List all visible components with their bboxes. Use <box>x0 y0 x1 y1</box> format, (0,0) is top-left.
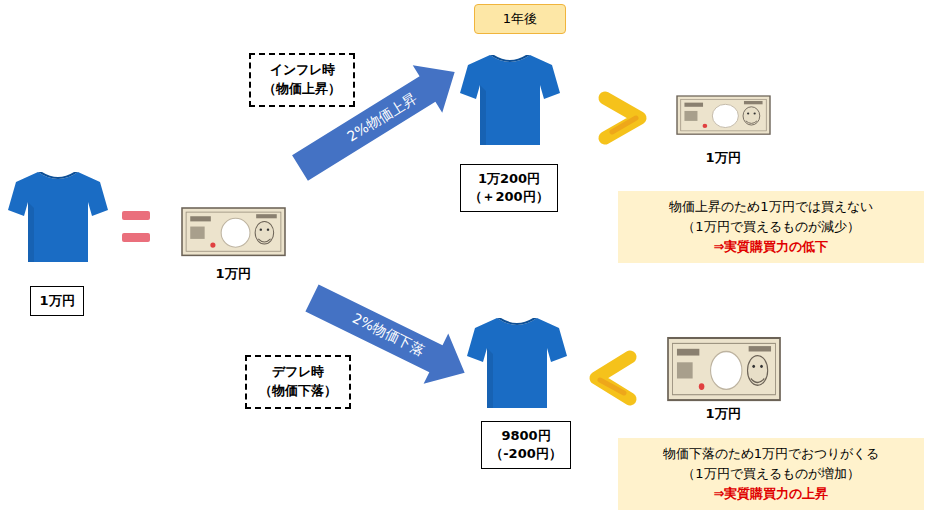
amount-label: 1万円 <box>705 405 740 423</box>
box-text: （物価上昇） <box>263 80 341 99</box>
scenario-box: デフレ時（物価下落） <box>245 355 351 409</box>
explanation-note: 物価上昇のため1万円では買えない（1万円で買えるものが減少）⇒実質購買力の低下 <box>618 191 924 263</box>
banknote-icon <box>182 208 285 255</box>
conclusion-text: ⇒実質購買力の低下 <box>632 237 910 257</box>
box-text: デフレ時 <box>259 363 337 382</box>
box-text: 1万200円 <box>469 170 548 188</box>
scenario-box: インフレ時（物価上昇） <box>249 53 355 107</box>
price-box: 9800円（-200円） <box>481 421 571 468</box>
equals-sign <box>122 211 150 242</box>
price-box: 1万円 <box>30 286 83 316</box>
box-text: 物価上昇のため1万円では買えない <box>632 197 910 217</box>
banknote-icon <box>677 96 770 134</box>
box-text: インフレ時 <box>263 61 341 80</box>
amount-label: 1万円 <box>215 265 250 283</box>
box-text: 物価下落のため1万円でおつりがくる <box>632 444 910 464</box>
box-text: （-200円） <box>490 445 562 463</box>
explanation-note: 物価下落のため1万円でおつりがくる（1万円で買えるものが増加）⇒実質購買力の上昇 <box>618 438 924 510</box>
box-text: （1万円で買えるものが増加） <box>632 464 910 484</box>
box-text: （1万円で買えるものが減少） <box>632 217 910 237</box>
price-box: 1万200円（＋200円） <box>460 164 557 211</box>
tshirt-icon <box>8 172 108 262</box>
chevron-less <box>596 357 630 399</box>
box-text: 1万円 <box>39 292 74 310</box>
tshirt-icon <box>467 318 567 408</box>
box-text: 9800円 <box>490 427 562 445</box>
period-badge: 1年後 <box>474 4 566 34</box>
box-text: 1年後 <box>503 10 537 28</box>
chevron-greater <box>605 98 640 138</box>
box-text: （物価下落） <box>259 382 337 401</box>
conclusion-text: ⇒実質購買力の上昇 <box>632 484 910 504</box>
amount-label: 1万円 <box>705 149 740 167</box>
tshirt-icon <box>460 55 560 145</box>
banknote-icon <box>668 338 780 400</box>
box-text: （＋200円） <box>469 188 548 206</box>
